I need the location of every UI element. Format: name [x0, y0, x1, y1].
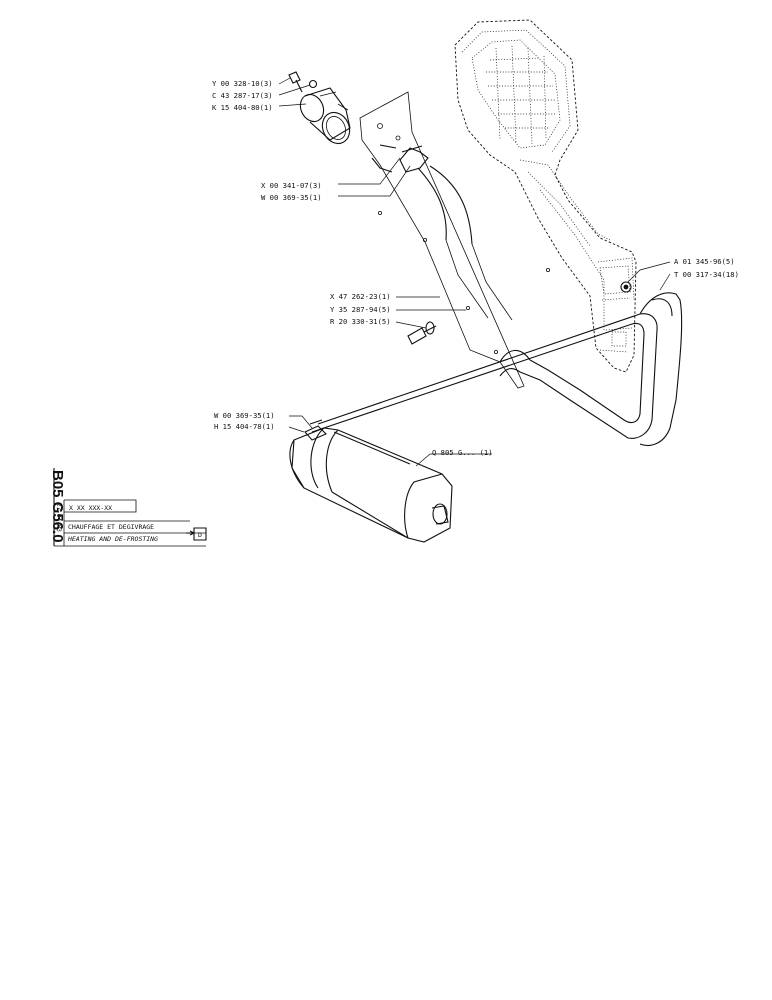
title-block: B05 G56.0 27-04-83 X XX XXX-XX CHAUFFAGE…	[49, 468, 207, 547]
label-x47-262-23: X 47 262-23(1)	[330, 292, 391, 301]
drawing-code: B05 G56.0	[49, 470, 66, 543]
drawing-date: 27-04-83	[55, 503, 62, 532]
label-r20-330-31: R 20 330-31(5)	[330, 317, 391, 326]
label-w00-369-35-bottom: W 00 369-35(1)	[214, 411, 275, 420]
label-x00-341-07: X 00 341-07(3)	[261, 181, 322, 190]
label-h15-404-78: H 15 404-78(1)	[214, 422, 275, 431]
label-y35-287-94: Y 35 287-94(5)	[330, 305, 391, 314]
heating-duct	[311, 292, 683, 446]
mounting-bracket	[359, 91, 551, 389]
label-y00-328-10: Y 00 328-10(3)	[212, 79, 273, 88]
label-t00-317-34: T 00 317-34(18)	[674, 270, 739, 279]
label-q805-g: Q 805 G... (1)	[432, 448, 493, 457]
outlet-nozzle	[299, 87, 351, 145]
label-c43-287-17: C 43 287-17(3)	[212, 91, 273, 100]
label-a01-345-96: A 01 345-96(5)	[674, 257, 735, 266]
cab-heater-panel	[454, 19, 637, 373]
title-french: CHAUFFAGE ET DEGIVRAGE	[68, 523, 154, 531]
heater-unit	[289, 419, 453, 543]
serial-number: X XX XXX-XX	[69, 504, 112, 512]
reference-marker: D	[198, 531, 202, 539]
bolt-and-washer	[407, 281, 632, 345]
leader-lines	[278, 77, 671, 467]
screw-top	[288, 71, 318, 93]
label-w00-369-35-top: W 00 369-35(1)	[261, 193, 322, 202]
upper-duct	[417, 165, 513, 321]
part-labels: Y 00 328-10(3) C 43 287-17(3) K 15 404-8…	[212, 79, 739, 457]
title-english: HEATING AND DE-FROSTING	[67, 535, 158, 543]
label-k15-404-80: K 15 404-80(1)	[212, 103, 273, 112]
